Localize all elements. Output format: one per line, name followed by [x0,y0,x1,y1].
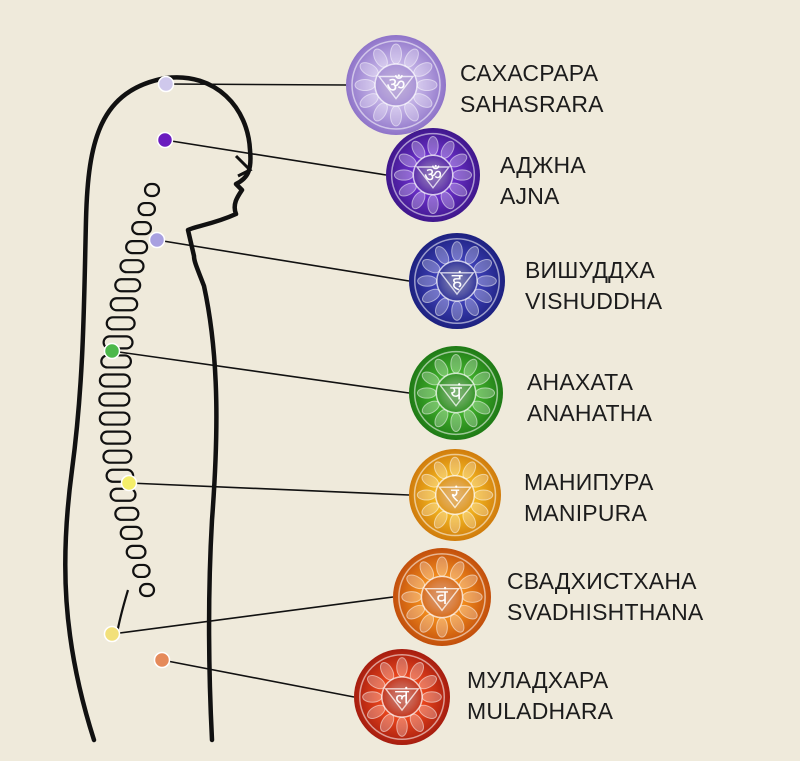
chakra-glyph: लं [395,685,409,709]
vertebra [100,374,130,386]
chakra-point [155,653,170,668]
chakra-name-en: MULADHARA [467,696,613,727]
chakra-glyph: ॐ [386,73,405,97]
chakra-point [150,233,165,248]
chakra-name-ru: АДЖНА [500,150,586,181]
chakra-symbol: रं [409,449,501,541]
vertebra [120,260,143,272]
vertebra [132,222,151,234]
chakra-points [105,77,174,668]
chakra-name-en: MANIPURA [524,498,654,529]
chakra-symbol: हं [409,233,505,329]
body-silhouette [65,77,250,740]
chakra-name-en: SAHASRARA [460,89,604,120]
vertebra [111,298,138,310]
vertebra [115,279,140,291]
chakra-symbol: लं [354,649,450,745]
chakra-name-en: ANAHATHA [527,398,652,429]
vertebra [100,413,130,425]
connector-line [162,660,354,697]
chakra-glyph: वं [436,585,448,609]
chakra-symbol: ॐ [346,35,446,135]
vertebra [139,203,155,215]
spine [99,184,159,640]
chakra-name-ru: АНАХАТА [527,367,652,398]
chakra-symbols: ॐ ॐ हं यं रं वं लं [346,35,505,745]
chakra-name-ru: МУЛАДХАРА [467,665,613,696]
chakra-glyph: रं [451,483,460,506]
vertebra [126,241,147,253]
vertebra [140,584,154,596]
connector-line [112,351,409,393]
chakra-glyph: यं [450,382,462,405]
vertebra [99,394,129,406]
vertebra [115,508,138,520]
chakra-point [105,627,120,642]
vertebra [103,451,131,463]
chakra-point [159,77,174,92]
vertebra [133,565,149,577]
chakra-name-ru: ВИШУДДХА [525,255,662,286]
chakra-glyph: हं [452,269,463,293]
chakra-point [158,133,173,148]
vertebra [101,432,130,444]
chakra-name-en: SVADHISHTHANA [507,597,703,628]
connector-line [112,597,393,634]
chakra-glyph: ॐ [424,164,442,187]
chakra-symbol: यं [409,346,503,440]
chakra-point [105,344,120,359]
connector-line [165,140,386,175]
vertebra [121,527,142,539]
vertebra [127,546,146,558]
vertebra [145,184,159,196]
chakra-name-ru: МАНИПУРА [524,467,654,498]
chakra-name-ru: САХАСРАРА [460,58,604,89]
chakra-name-en: VISHUDDHA [525,286,662,317]
chakra-point [122,476,137,491]
vertebra [107,317,135,329]
chakra-name-en: AJNA [500,181,586,212]
chakra-symbol: ॐ [386,128,480,222]
chakra-symbol: वं [393,548,491,646]
connector-line [129,483,409,495]
chakra-name-ru: СВАДХИСТХАНА [507,566,703,597]
connector-line [166,84,346,85]
connector-lines [112,84,409,697]
